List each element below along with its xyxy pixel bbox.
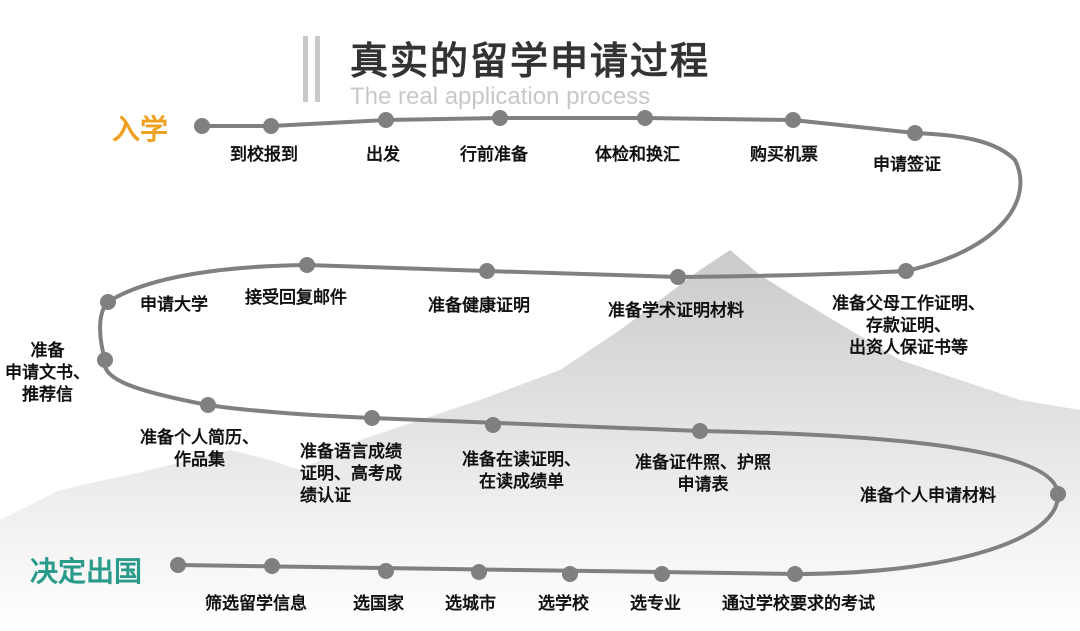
step-dot [485, 417, 501, 433]
step-label: 通过学校要求的考试 [722, 594, 875, 614]
step-dot [654, 566, 670, 582]
step-label: 选学校 [538, 594, 589, 614]
step-dot [170, 557, 186, 573]
step-dot [787, 566, 803, 582]
title-bar-decoration [303, 36, 308, 102]
step-dot [471, 564, 487, 580]
page-title: 真实的留学申请过程 [350, 39, 711, 83]
step-label: 体检和换汇 [595, 145, 680, 165]
step-label: 准备父母工作证明、 存款证明、 出资人保证书等 [832, 294, 985, 358]
step-label: 出发 [366, 145, 400, 165]
step-label: 准备证件照、护照 申请表 [635, 453, 771, 495]
step-dot [100, 294, 116, 310]
step-label: 选专业 [630, 594, 681, 614]
step-label: 申请签证 [873, 155, 941, 175]
step-label: 准备个人简历、 作品集 [140, 428, 259, 470]
step-label: 接受回复邮件 [245, 288, 347, 308]
step-dot [670, 269, 686, 285]
step-label: 到校报到 [230, 145, 298, 165]
step-label: 准备健康证明 [428, 296, 530, 316]
step-dot [492, 110, 508, 126]
step-label: 申请大学 [140, 295, 208, 315]
start-label: 决定出国 [30, 555, 143, 588]
step-dot [1050, 486, 1066, 502]
step-dot [194, 118, 210, 134]
step-dot [364, 410, 380, 426]
step-dot [97, 352, 113, 368]
step-dot [562, 566, 578, 582]
step-label: 筛选留学信息 [205, 594, 307, 614]
step-dot [299, 257, 315, 273]
step-dot [692, 423, 708, 439]
step-label: 准备在读证明、 在读成绩单 [462, 450, 581, 492]
step-dot [263, 118, 279, 134]
step-label: 准备个人申请材料 [860, 486, 996, 506]
step-dot [898, 263, 914, 279]
title-bar-decoration [315, 36, 320, 102]
end-label: 入学 [112, 113, 169, 146]
step-dot [907, 125, 923, 141]
step-label: 准备 申请文书、 推荐信 [5, 341, 90, 405]
process-path [98, 116, 1061, 577]
step-label: 购买机票 [750, 145, 818, 165]
step-dot [479, 263, 495, 279]
step-label: 准备语言成绩 证明、高考成 绩认证 [300, 442, 402, 506]
page-subtitle: The real application process [350, 83, 651, 110]
step-dot [637, 110, 653, 126]
step-dot [378, 112, 394, 128]
step-dot [264, 558, 280, 574]
step-label: 选国家 [353, 594, 404, 614]
step-dot [785, 112, 801, 128]
step-dot [200, 397, 216, 413]
step-dot [378, 563, 394, 579]
step-label: 选城市 [445, 594, 496, 614]
step-label: 行前准备 [460, 145, 528, 165]
step-label: 准备学术证明材料 [608, 301, 744, 321]
